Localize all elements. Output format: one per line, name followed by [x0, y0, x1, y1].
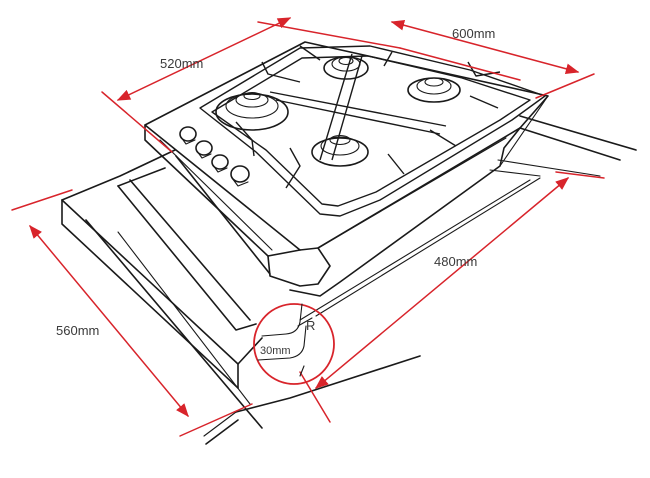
detail-circle	[253, 303, 335, 385]
burner-back-left	[323, 56, 369, 80]
burner-front-right	[311, 134, 369, 167]
burner-back-right	[407, 77, 461, 103]
label-radius: R	[306, 318, 315, 333]
control-knobs	[179, 126, 250, 187]
knob-2	[195, 140, 213, 159]
label-560mm: 560mm	[56, 323, 99, 338]
label-30mm: 30mm	[260, 345, 291, 357]
label-520mm: 520mm	[160, 56, 203, 71]
corner-detail: R 30mm	[253, 303, 335, 385]
dimension-480mm: 480mm	[299, 171, 605, 423]
dimension-560mm: 560mm	[11, 189, 253, 437]
knob-1	[179, 126, 197, 145]
label-480mm: 480mm	[434, 254, 477, 269]
dimension-520mm: 520mm	[101, 17, 292, 153]
knob-3	[211, 154, 229, 173]
burner-front-left	[215, 91, 289, 131]
pan-supports	[199, 45, 546, 217]
hob-body	[144, 41, 549, 297]
knob-4	[230, 165, 250, 187]
label-600mm: 600mm	[452, 26, 495, 41]
